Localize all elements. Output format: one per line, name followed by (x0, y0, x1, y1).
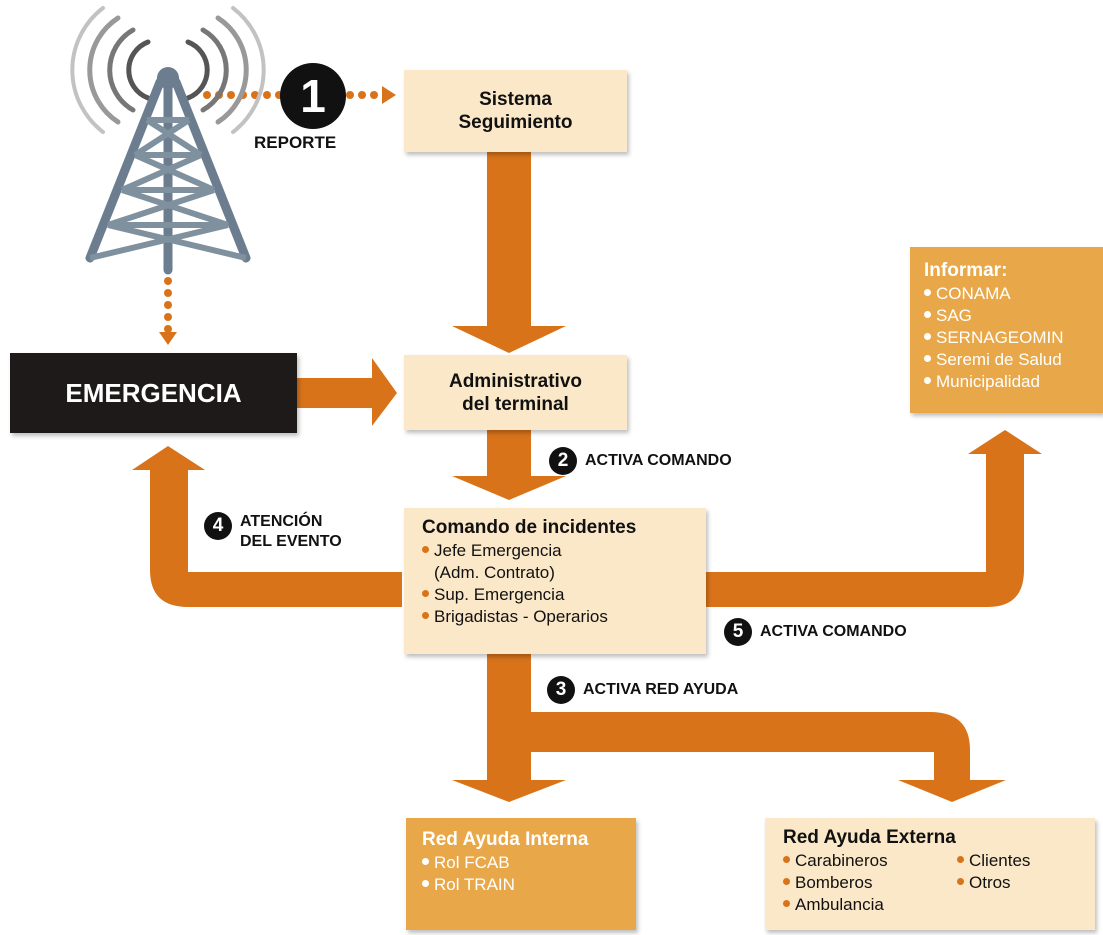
comando-title: Comando de incidentes (422, 517, 637, 538)
arrow-sistema-to-admin (452, 152, 566, 353)
emergencia-box: EMERGENCIA (10, 353, 297, 433)
list-item: (Adm. Contrato) (434, 563, 555, 582)
step-2-badge: 2 (549, 447, 577, 475)
step-5-badge: 5 (724, 618, 752, 646)
arrow-comando-to-emergencia (132, 446, 402, 607)
list-item: Clientes (957, 850, 1030, 872)
list-item: Bomberos (783, 872, 957, 894)
arrow-admin-to-comando (452, 430, 566, 500)
list-item: Rol TRAIN (422, 874, 636, 896)
radio-tower-icon (70, 6, 266, 275)
emergencia-label: EMERGENCIA (65, 377, 242, 408)
step-4-badge: 4 (204, 512, 232, 540)
informar-box: Informar: CONAMA SAG SERNAGEOMIN Seremi … (910, 247, 1103, 413)
step-1-badge: 1 (280, 63, 346, 129)
list-item: Municipalidad (924, 371, 1103, 393)
step-3-label: 3 ACTIVA RED AYUDA (547, 676, 738, 704)
informar-title: Informar: (924, 260, 1008, 281)
arrow-comando-to-interna (452, 654, 566, 802)
reporte-label: REPORTE (254, 133, 337, 152)
list-item: Carabineros (783, 850, 957, 872)
list-item: CONAMA (924, 283, 1103, 305)
admin-line2: del terminal (462, 393, 569, 415)
list-item: Brigadistas - Operarios (422, 606, 706, 628)
sistema-line2: Seguimiento (458, 112, 573, 133)
step-4-label: 4 ATENCIÓN DEL EVENTO (204, 512, 342, 552)
red-interna-title: Red Ayuda Interna (422, 829, 589, 850)
step-3-badge: 3 (547, 676, 575, 704)
red-externa-title: Red Ayuda Externa (783, 827, 956, 848)
list-item: Sup. Emergencia (422, 584, 706, 606)
arrow-emergencia-to-admin (297, 358, 397, 426)
list-item: SERNAGEOMIN (924, 327, 1103, 349)
list-item: Jefe Emergencia (422, 540, 706, 562)
step-2-label: 2 ACTIVA COMANDO (549, 447, 732, 475)
administrativo-box: Administrativo del terminal (404, 355, 627, 430)
list-item: Rol FCAB (422, 852, 636, 874)
arrow-comando-to-informar (706, 430, 1042, 607)
step-5-label: 5 ACTIVA COMANDO (724, 618, 907, 646)
comando-incidentes-box: Comando de incidentes Jefe Emergencia (A… (404, 508, 706, 654)
list-item: Seremi de Salud (924, 349, 1103, 371)
arrow-branch-to-externa (531, 712, 1006, 802)
sistema-line1: Sistema (479, 89, 552, 110)
red-ayuda-interna-box: Red Ayuda Interna Rol FCAB Rol TRAIN (406, 818, 636, 930)
sistema-seguimiento-box: Sistema Seguimiento (404, 70, 627, 152)
admin-line1: Administrativo (448, 370, 583, 392)
list-item: Otros (957, 872, 1030, 894)
red-ayuda-externa-box: Red Ayuda Externa Carabineros Bomberos A… (765, 818, 1095, 930)
list-item: Ambulancia (783, 894, 957, 916)
list-item: SAG (924, 305, 1103, 327)
